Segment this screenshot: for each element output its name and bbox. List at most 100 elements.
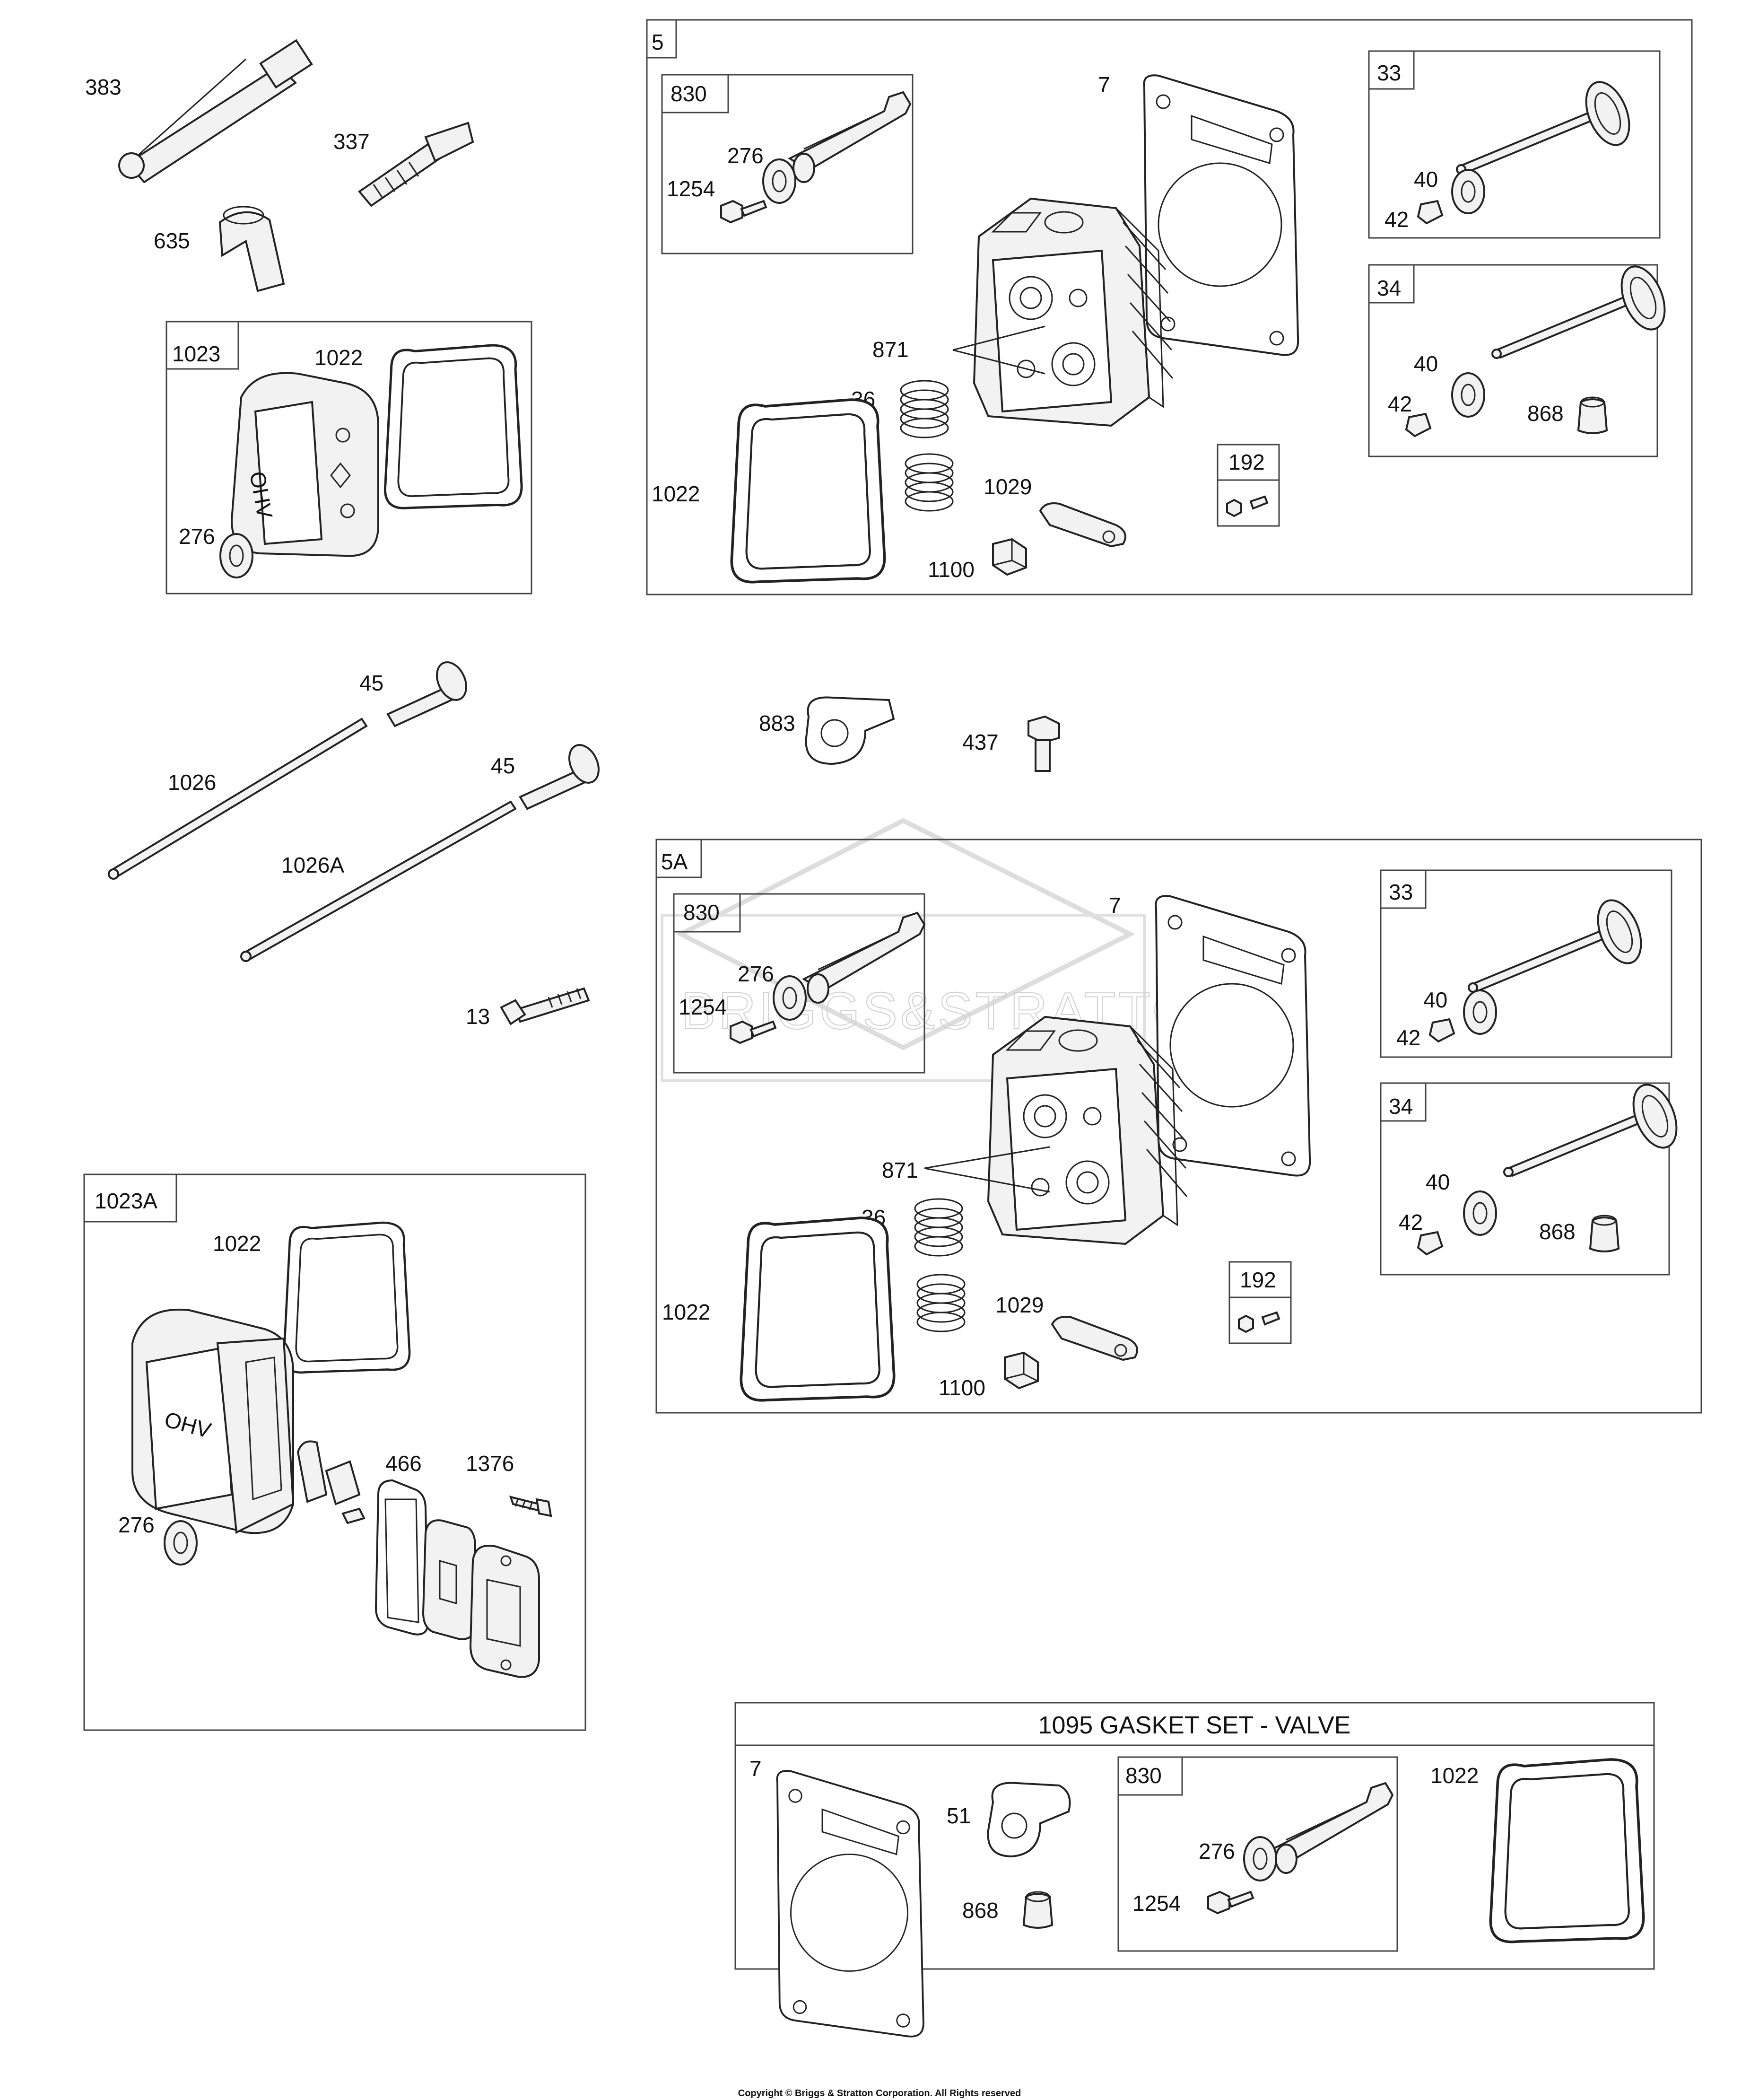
label-5-34-868: 868	[1527, 401, 1564, 426]
label-5a-1100: 1100	[939, 1375, 985, 1400]
kit-label-5-34: 34	[1377, 276, 1401, 300]
part-383-spark-plug-wrench: 383	[85, 39, 313, 184]
label-45a: 45	[359, 671, 383, 695]
label-gs-51: 51	[947, 1803, 971, 1828]
copyright-text: Copyright © Briggs & Stratton Corporatio…	[738, 2088, 1021, 2099]
label-5-1022: 1022	[652, 481, 700, 506]
retainer-40	[1463, 1190, 1497, 1236]
label-1023a-466: 466	[385, 1451, 422, 1476]
label-5-34-42: 42	[1388, 392, 1412, 416]
guide-plate-1100	[1004, 1352, 1039, 1389]
label-5-33-42: 42	[1385, 207, 1409, 232]
label-5a-1029: 1029	[995, 1293, 1044, 1317]
label-5-1100: 1100	[928, 557, 975, 582]
gasket-1022	[284, 1223, 409, 1373]
leader-871	[952, 325, 1045, 375]
part-45-tappet-b: 45	[491, 744, 600, 810]
label-5a-871: 871	[882, 1158, 918, 1182]
label-5a-33-42: 42	[1396, 1025, 1420, 1050]
label-5a-34-40: 40	[1426, 1170, 1450, 1194]
part-883-gasket: 883	[759, 696, 895, 765]
part-1026a-push-rod: 1026A	[240, 800, 517, 962]
gasket-1022	[741, 1218, 894, 1400]
valve-34	[1503, 1077, 1686, 1177]
keeper-42	[1417, 200, 1443, 224]
nut-192	[1238, 1312, 1280, 1333]
label-5a-34-42: 42	[1399, 1210, 1423, 1234]
valve-34	[1491, 259, 1674, 359]
part-437-screw: 437	[962, 715, 1060, 772]
label-883: 883	[759, 711, 795, 735]
watermark-text: BRIGGS&STRATTON	[681, 982, 1236, 1040]
label-5-7: 7	[1098, 72, 1110, 97]
label-5-1254: 1254	[667, 176, 715, 201]
label-1023a-276: 276	[118, 1513, 155, 1537]
part-1026-push-rod: 1026	[108, 718, 368, 880]
kit-label-gs-830: 830	[1125, 1763, 1162, 1788]
spring-35	[905, 453, 954, 512]
label-45b: 45	[491, 753, 515, 778]
keeper-42	[1417, 1231, 1443, 1255]
label-437: 437	[962, 730, 999, 754]
retainer-40	[1451, 372, 1485, 418]
kit-label-1023a: 1023A	[95, 1189, 157, 1213]
kit-label-5a-33: 33	[1389, 880, 1413, 904]
part-635-plug-boot: 635	[154, 206, 285, 292]
part-13-bolt: 13	[466, 987, 590, 1029]
rocker-1029	[1039, 502, 1126, 547]
label-5a-1022: 1022	[662, 1300, 710, 1324]
label-5-33-40: 40	[1414, 167, 1438, 192]
label-5-34-40: 40	[1414, 351, 1438, 376]
gasket-1022	[1490, 1759, 1643, 1942]
label-5-276: 276	[727, 143, 764, 168]
kit-label-5-192: 192	[1228, 450, 1265, 474]
label-5-1029: 1029	[984, 474, 1032, 499]
label-5-871: 871	[872, 337, 909, 362]
kit-label-1023: 1023	[172, 341, 220, 366]
gasket-1022	[385, 345, 522, 508]
kit-1023a: 1023A 1022 OHV 466	[83, 1173, 586, 1731]
gasket-set-1095: 1095 GASKET SET - VALVE 7 51 868 830 276…	[734, 1702, 1655, 2038]
breather-cover	[469, 1545, 540, 1678]
plate	[422, 1519, 476, 1640]
gasket-1022	[731, 400, 884, 582]
rocker-1029	[1051, 1316, 1138, 1361]
watermark: BRIGGS&STRATTON	[661, 818, 1236, 1082]
valve-33	[1456, 75, 1639, 175]
keeper-42	[1429, 1018, 1455, 1042]
retainer-40	[1463, 989, 1497, 1035]
seal-868	[1577, 396, 1608, 434]
label-337: 337	[333, 129, 370, 154]
screw-1254	[1207, 1891, 1254, 1914]
kit-label-5-830: 830	[671, 81, 707, 106]
kit-label-5a: 5A	[661, 849, 688, 874]
washer-276	[1243, 1836, 1277, 1881]
retainer-40	[1451, 169, 1485, 214]
label-5a-34-868: 868	[1539, 1219, 1576, 1244]
label-5a-276: 276	[738, 962, 774, 986]
label-5a-33-40: 40	[1423, 988, 1447, 1012]
kit-label-5a-192: 192	[1240, 1268, 1276, 1292]
keeper-42	[1405, 413, 1431, 437]
nut-192	[1226, 496, 1268, 517]
label-1026: 1026	[168, 770, 216, 795]
valve-cover-1023a: OHV	[131, 1308, 295, 1534]
spring-36	[900, 380, 949, 438]
seal-868	[1023, 1891, 1053, 1929]
breather-tube-830	[789, 91, 911, 183]
label-1023-1022: 1022	[314, 345, 363, 370]
head-gasket-7	[776, 1770, 924, 2038]
label-gs-868: 868	[962, 1898, 999, 1923]
kit-label-5a-34: 34	[1389, 1094, 1413, 1119]
screw-1254	[720, 200, 767, 223]
gasket-51	[987, 1782, 1071, 1858]
kit-label-5: 5	[652, 30, 664, 54]
seal-868	[1589, 1215, 1620, 1252]
washer-276	[164, 1520, 198, 1566]
valve-33	[1468, 893, 1651, 993]
washer-276	[773, 975, 807, 1021]
kit-label-5-33: 33	[1377, 61, 1401, 85]
label-5a-1254: 1254	[679, 995, 727, 1019]
screw-1376	[509, 1496, 552, 1517]
label-13: 13	[466, 1004, 490, 1029]
